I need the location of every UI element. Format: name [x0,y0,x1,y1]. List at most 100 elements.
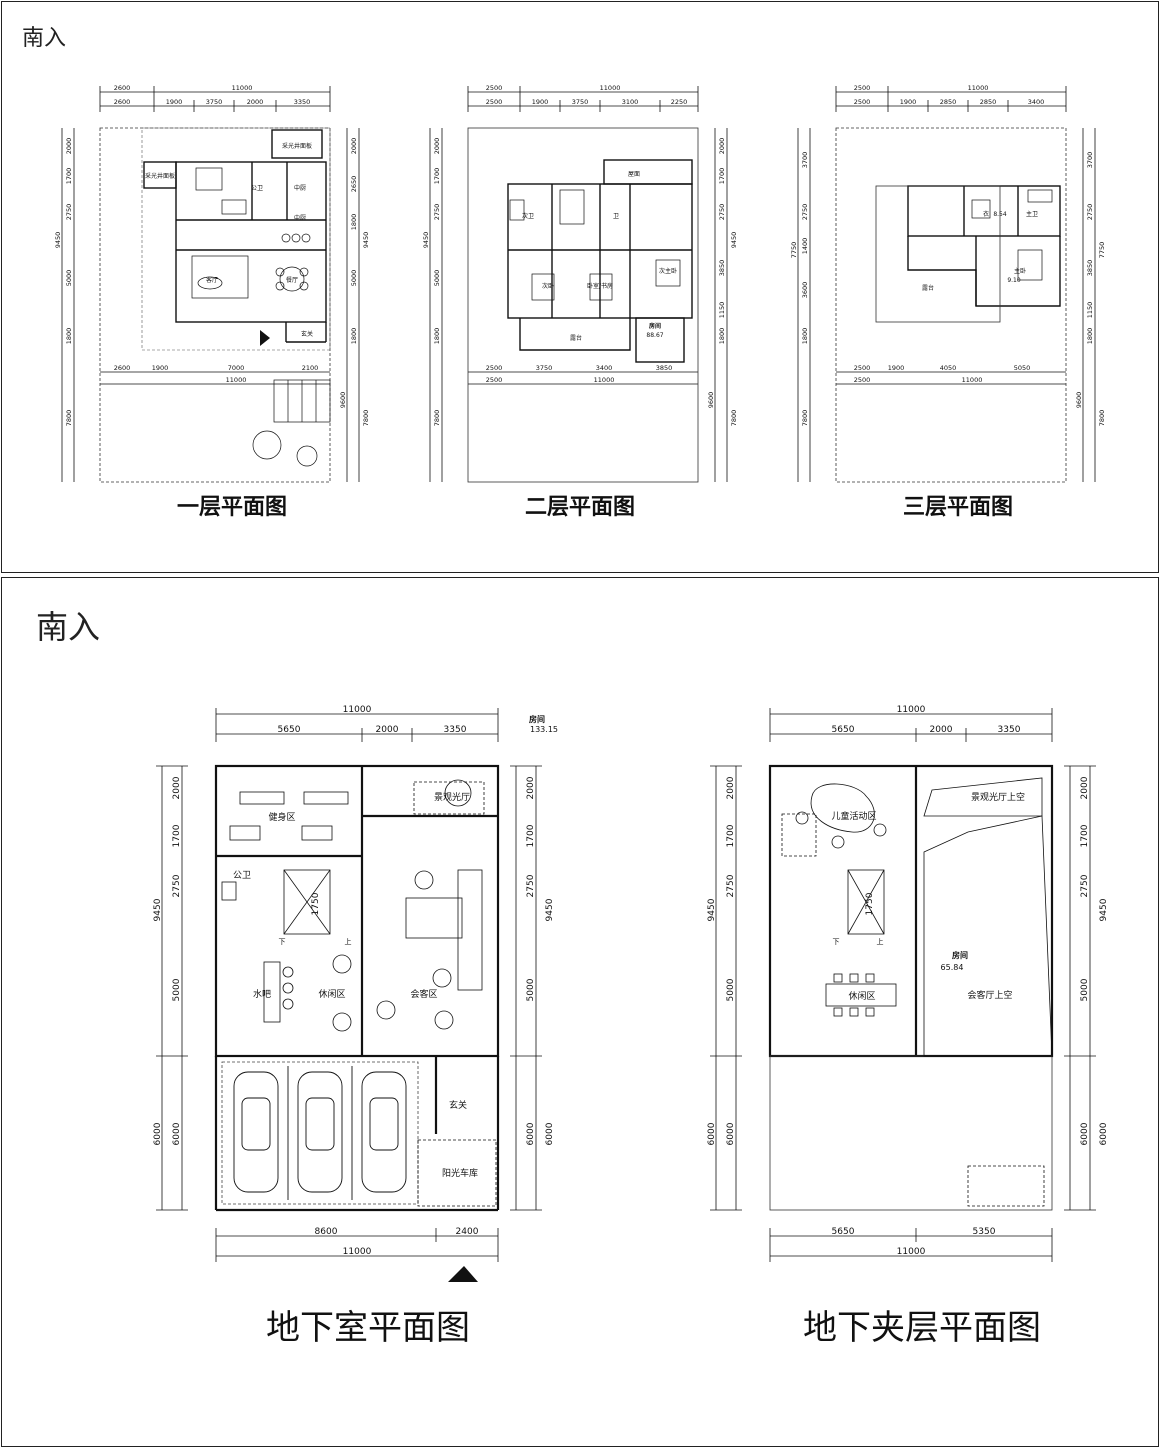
svg-text:3700: 3700 [1086,152,1094,169]
svg-text:5000: 5000 [65,270,73,287]
svg-text:1150: 1150 [718,302,726,319]
svg-text:7800: 7800 [433,410,441,427]
svg-text:7800: 7800 [1098,410,1106,427]
svg-text:7800: 7800 [730,410,738,427]
svg-text:6000: 6000 [726,1122,736,1145]
walls [143,129,327,343]
svg-text:5000: 5000 [350,270,358,287]
svg-text:卫: 卫 [613,213,619,220]
room-labels: 健身区 景观光厅 公卫 水吧 休闲区 会客区 玄关 阳光车库 下 上 房间 13… [233,714,558,1179]
svg-text:2500: 2500 [854,376,871,384]
svg-text:3850: 3850 [1086,260,1094,277]
dimension-lines [429,86,728,482]
svg-text:9.10: 9.10 [1007,277,1021,284]
svg-text:9600: 9600 [1075,392,1083,409]
room-labels: 屋面 次卫 卫 次卧 卧室/书房 次主卧 露台 房间 88.67 [522,171,677,342]
furniture [509,189,681,301]
dimension-text: 2600 11000 2600 1900 3750 2000 3350 2600… [54,84,370,426]
svg-text:休闲区: 休闲区 [848,990,875,1002]
svg-text:次主卧: 次主卧 [659,267,677,275]
svg-text:6000: 6000 [1080,1122,1090,1145]
svg-text:2850: 2850 [940,98,957,106]
svg-text:9450: 9450 [730,232,738,249]
svg-text:5650: 5650 [278,725,301,735]
svg-text:11000: 11000 [343,705,372,715]
svg-text:2500: 2500 [854,98,871,106]
svg-text:1700: 1700 [718,168,726,185]
svg-text:5650: 5650 [832,1227,855,1237]
plan-title-basement: 地下室平面图 [266,1308,470,1348]
svg-text:6000: 6000 [526,1122,536,1145]
svg-text:下: 下 [833,938,840,946]
svg-text:11000: 11000 [897,1247,926,1257]
plan-ground-floor: 2600 11000 2600 1900 3750 2000 3350 2600… [54,84,370,483]
dimension-text: 11000 5650 2000 3350 5650 5350 11000 200… [707,705,1109,1257]
basement-plans-panel: 南入 [1,577,1159,1447]
svg-text:房间: 房间 [529,714,545,724]
dimension-lines [797,86,1096,482]
svg-text:2750: 2750 [526,874,536,897]
svg-text:会客厅上空: 会客厅上空 [967,989,1012,1001]
svg-text:公卫: 公卫 [233,870,251,881]
svg-text:88.67: 88.67 [646,332,663,339]
dimension-lines [61,86,360,482]
svg-text:1800: 1800 [1086,328,1094,345]
svg-text:1800: 1800 [65,328,73,345]
svg-text:2500: 2500 [486,376,503,384]
svg-text:2600: 2600 [114,98,131,106]
svg-text:1800: 1800 [433,328,441,345]
svg-text:3750: 3750 [536,364,553,372]
svg-text:2750: 2750 [65,204,73,221]
svg-text:衣: 衣 [983,210,989,218]
svg-text:2500: 2500 [854,84,871,92]
svg-text:11000: 11000 [343,1247,372,1257]
svg-text:下: 下 [279,938,286,946]
svg-text:9450: 9450 [1099,898,1109,921]
svg-text:房间: 房间 [649,322,661,330]
svg-text:7750: 7750 [790,242,798,259]
svg-text:3400: 3400 [596,364,613,372]
svg-text:6000: 6000 [153,1122,163,1145]
svg-text:1700: 1700 [526,824,536,847]
svg-text:7750: 7750 [1098,242,1106,259]
plan-title-third-floor: 三层平面图 [902,495,1013,520]
svg-text:8600: 8600 [315,1227,338,1237]
furniture [781,777,1053,1207]
svg-text:9450: 9450 [707,898,717,921]
terrace-outline [875,185,1001,323]
upper-floor-plans-panel: 南入 [1,1,1159,573]
svg-text:次卧: 次卧 [542,282,554,290]
svg-text:6000: 6000 [1099,1122,1109,1145]
svg-text:采光井面板: 采光井面板 [145,172,175,180]
svg-text:休闲区: 休闲区 [318,988,345,1000]
svg-text:2500: 2500 [486,84,503,92]
svg-text:1800: 1800 [801,328,809,345]
orientation-label: 南入 [36,608,101,646]
svg-text:2500: 2500 [486,364,503,372]
svg-text:9600: 9600 [339,392,347,409]
svg-text:2600: 2600 [114,84,131,92]
svg-text:7000: 7000 [228,364,245,372]
garage-outline [221,1061,419,1205]
svg-text:3350: 3350 [294,98,311,106]
svg-text:6000: 6000 [172,1122,182,1145]
cars [233,1066,407,1200]
dimension-lines [710,708,1096,1262]
orientation-label: 南入 [22,26,67,51]
svg-text:2750: 2750 [726,874,736,897]
plan-title-basement-mezzanine: 地下夹层平面图 [803,1308,1041,1348]
svg-text:3750: 3750 [572,98,589,106]
svg-text:3750: 3750 [206,98,223,106]
svg-text:4050: 4050 [940,364,957,372]
svg-text:1900: 1900 [532,98,549,106]
svg-text:5000: 5000 [433,270,441,287]
svg-text:主卧: 主卧 [1014,267,1026,275]
plan-title-ground-floor: 一层平面图 [176,495,287,520]
svg-text:露台: 露台 [570,334,582,342]
svg-text:次卫: 次卫 [522,212,534,220]
svg-text:9450: 9450 [153,898,163,921]
svg-text:2100: 2100 [302,364,319,372]
plan-basement: 11000 5650 2000 3350 8600 2400 11000 200… [153,705,558,1282]
svg-text:11000: 11000 [232,84,253,92]
svg-text:1700: 1700 [172,824,182,847]
